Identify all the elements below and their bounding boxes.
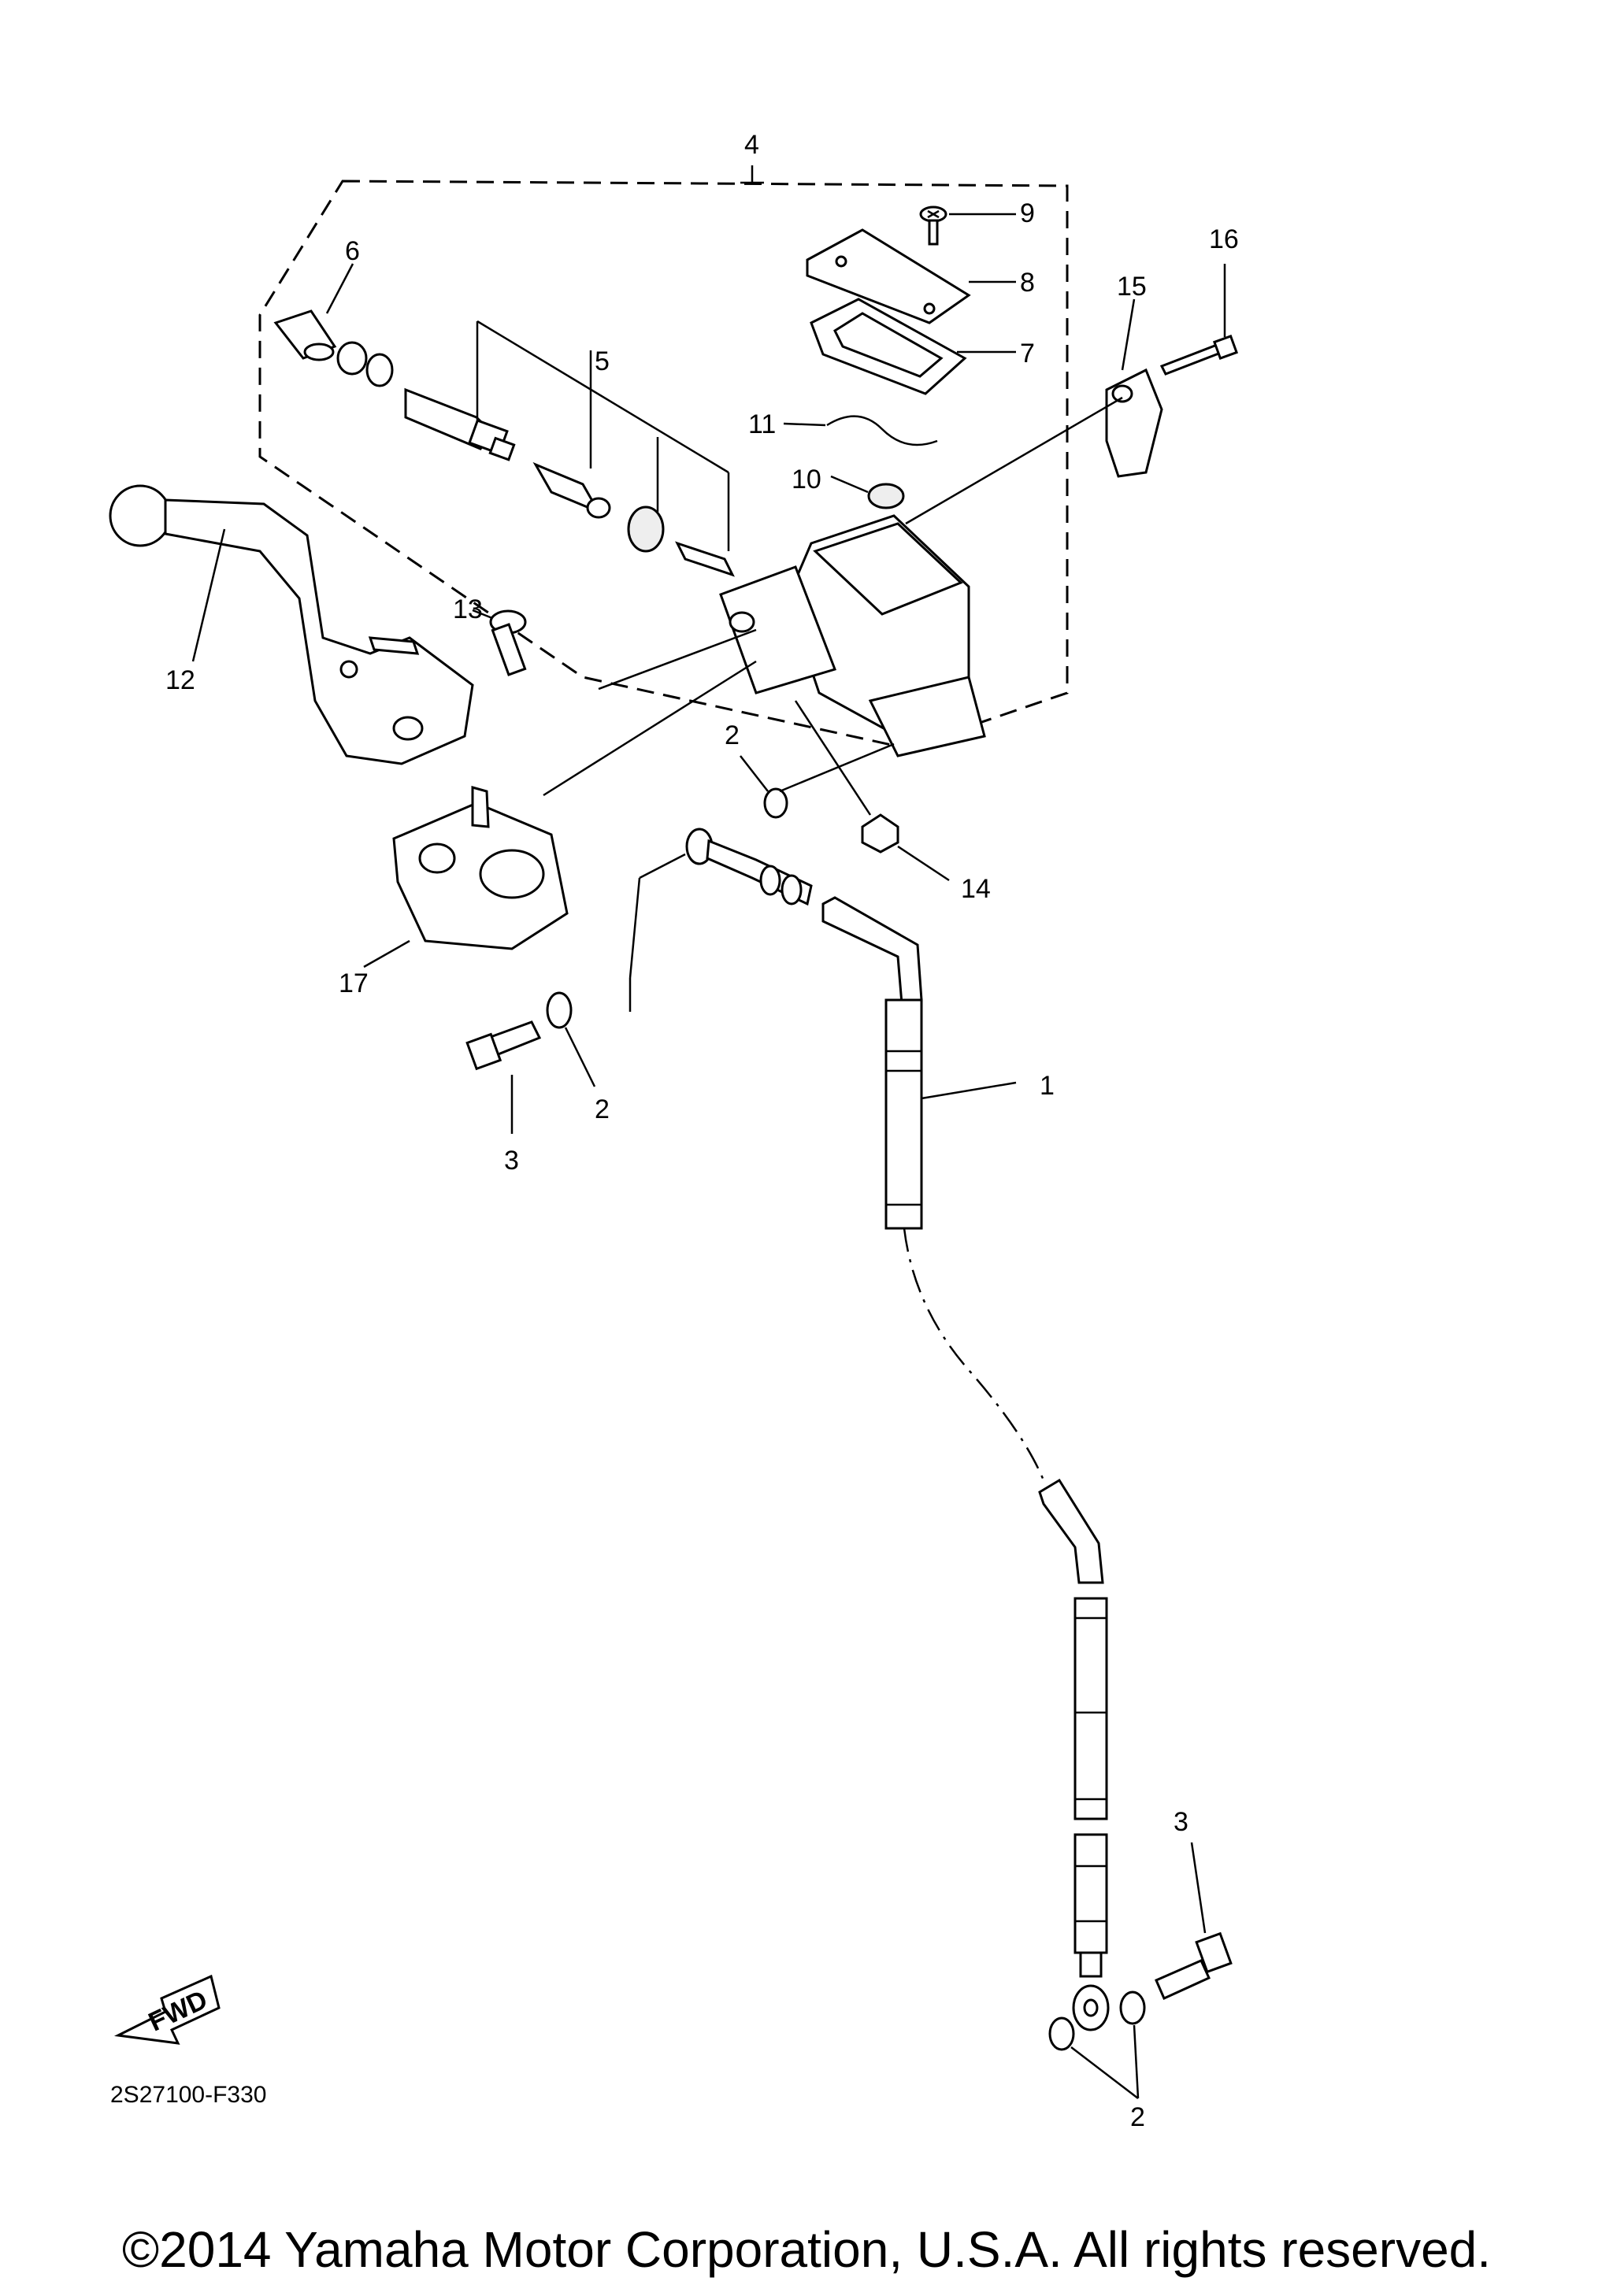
piston-kit-part xyxy=(404,320,735,577)
callout-2: 2 xyxy=(725,720,740,750)
callout-12: 12 xyxy=(165,665,195,695)
callout-2: 2 xyxy=(595,1094,610,1124)
callout-3: 3 xyxy=(1174,1807,1188,1837)
brake-hose-part xyxy=(629,828,1110,2031)
callout-16: 16 xyxy=(1209,224,1239,254)
nut-part xyxy=(794,700,950,882)
pivot-bolt-part xyxy=(472,609,757,691)
boot-part xyxy=(273,263,354,361)
diaphragm-part xyxy=(783,415,938,446)
bolt-part xyxy=(1159,264,1239,376)
lever-part xyxy=(109,484,474,765)
washer-part xyxy=(740,742,895,819)
callout-13: 13 xyxy=(453,594,483,624)
screw-part xyxy=(919,206,1016,246)
washer-part xyxy=(546,991,596,1087)
circlip-part xyxy=(336,341,394,387)
clamp-leader xyxy=(905,396,1123,525)
callout-10: 10 xyxy=(792,465,821,494)
copyright-notice: ©2014 Yamaha Motor Corporation, U.S.A. A… xyxy=(121,2221,1492,2278)
kit-boundary-dashed xyxy=(258,180,1069,750)
union-bolt-part xyxy=(1155,1842,1233,2000)
union-bolt-part xyxy=(465,1020,542,1134)
clamp-part xyxy=(1105,298,1163,478)
master-cylinder-body-part xyxy=(719,514,986,757)
callout-9: 9 xyxy=(1020,198,1035,228)
callout-17: 17 xyxy=(339,968,369,998)
reservoir-cap-part xyxy=(806,228,1016,324)
callout-7: 7 xyxy=(1020,339,1035,368)
float-part xyxy=(830,475,905,509)
callout-15: 15 xyxy=(1117,272,1147,302)
callout-2: 2 xyxy=(1130,2102,1145,2132)
callout-8: 8 xyxy=(1020,268,1035,298)
callout-14: 14 xyxy=(961,874,991,904)
holder-part xyxy=(363,660,757,968)
callout-11: 11 xyxy=(748,409,776,439)
diagram-code: 2S27100-F330 xyxy=(110,2082,267,2108)
diaphragm-holder-part xyxy=(810,298,1016,395)
callout-5: 5 xyxy=(595,346,610,376)
callout-3: 3 xyxy=(504,1146,519,1176)
callout-1: 1 xyxy=(1040,1071,1055,1101)
washer-part xyxy=(1048,1990,1146,2099)
callout-6: 6 xyxy=(345,236,360,266)
forward-arrow-icon: FWD xyxy=(113,1974,221,2045)
callout-4: 4 xyxy=(744,130,759,160)
